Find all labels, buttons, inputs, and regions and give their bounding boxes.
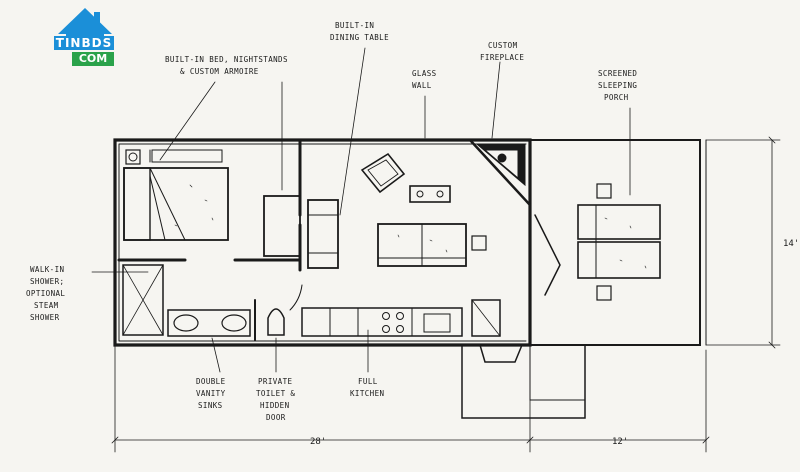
- logo-text-top: TINBDS: [54, 36, 114, 50]
- label-fireplace-2: FIREPLACE: [480, 53, 524, 62]
- label-toilet-3: HIDDEN: [260, 401, 290, 410]
- porch-bed-top: [577, 204, 661, 240]
- label-vanity-2: VANITY: [196, 389, 226, 398]
- label-vanity-3: SINKS: [198, 401, 223, 410]
- armoire: [263, 195, 301, 257]
- label-porch-3: PORCH: [604, 93, 629, 102]
- dimension-porch-length: 12': [612, 437, 628, 447]
- vanity: [167, 309, 251, 337]
- refrigerator: [471, 299, 501, 337]
- label-dining-table-2: DINING TABLE: [330, 33, 389, 42]
- label-shower-2: SHOWER;: [30, 277, 64, 286]
- label-shower-1: WALK-IN: [30, 265, 64, 274]
- label-toilet-1: PRIVATE: [258, 377, 292, 386]
- label-toilet-4: DOOR: [266, 413, 286, 422]
- label-kitchen-2: KITCHEN: [350, 389, 384, 398]
- label-kitchen-1: FULL: [358, 377, 378, 386]
- coffee-table: [409, 185, 451, 203]
- exterior-wall: [113, 138, 532, 347]
- label-glass-wall-1: GLASS: [412, 69, 437, 78]
- dining-table: [307, 199, 339, 269]
- label-toilet-2: TOILET &: [256, 389, 295, 398]
- porch-bed-bottom: [577, 241, 661, 279]
- dimension-depth: 14': [783, 239, 799, 249]
- label-porch-1: SCREENED: [598, 69, 637, 78]
- label-dining-table-1: BUILT-IN: [335, 21, 374, 30]
- label-glass-wall-2: WALL: [412, 81, 432, 90]
- label-bed-1: BUILT-IN BED, NIGHTSTANDS: [165, 55, 288, 64]
- label-porch-2: SLEEPING: [598, 81, 637, 90]
- dimension-main-length: 28': [310, 437, 326, 447]
- label-shower-4: STEAM: [34, 301, 59, 310]
- glass-wall: [468, 138, 532, 302]
- bed: [123, 167, 229, 241]
- label-bed-2: & CUSTOM ARMOIRE: [180, 67, 259, 76]
- site-logo[interactable]: TINBDS COM: [50, 6, 120, 68]
- label-shower-3: OPTIONAL: [26, 289, 65, 298]
- toilet: [267, 308, 285, 336]
- label-vanity-1: DOUBLE: [196, 377, 226, 386]
- annotation-labels: BUILT-IN DINING TABLE BUILT-IN BED, NIGH…: [26, 21, 799, 447]
- shower: [122, 264, 164, 336]
- house-icon: [58, 8, 112, 44]
- armchair: [360, 152, 406, 194]
- label-shower-5: SHOWER: [30, 313, 60, 322]
- kitchen-counter: [301, 307, 463, 337]
- label-fireplace-1: CUSTOM: [488, 41, 518, 50]
- logo-text-bottom: COM: [72, 52, 114, 66]
